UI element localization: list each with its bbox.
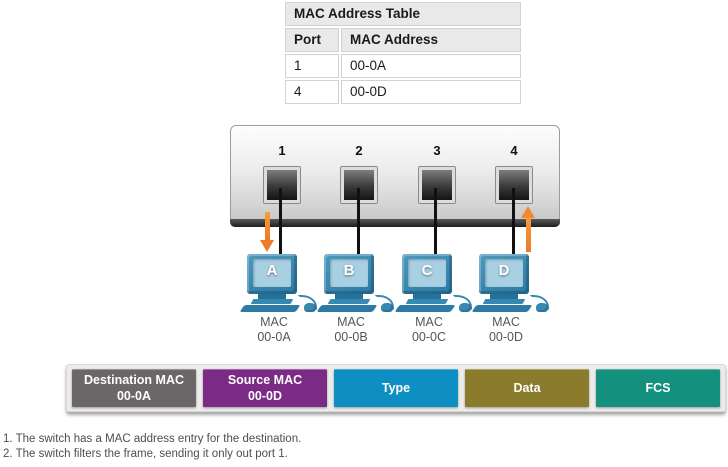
pc-monitor: C: [402, 254, 452, 294]
pc-screen: [485, 259, 523, 287]
mouse-icon: [381, 303, 393, 312]
host-mac-label: MAC 00-0D: [488, 315, 524, 344]
port-number-label: 4: [510, 143, 518, 158]
port-number-label: 3: [433, 143, 441, 158]
mouse-icon: [459, 303, 471, 312]
keyboard-icon: [316, 305, 378, 312]
switch-port-1: 1: [264, 138, 300, 203]
frame-field-type: Type: [334, 369, 458, 407]
caption-text: 1. The switch has a MAC address entry fo…: [3, 432, 301, 461]
keyboard-icon: [394, 305, 456, 312]
host-letter: A: [266, 262, 278, 279]
table-title-row: MAC Address Table: [285, 2, 521, 26]
ethernet-link: [357, 188, 360, 258]
keyboard-icon: [471, 305, 533, 312]
pc-icon: A: [239, 254, 321, 312]
table-row: 1 00-0A: [285, 54, 521, 78]
host-mac-label: MAC 00-0B: [334, 315, 368, 344]
caption-line-2: 2. The switch filters the frame, sending…: [3, 447, 288, 460]
cell-mac: 00-0D: [341, 80, 521, 104]
host-d: D MAC 00-0D: [471, 254, 553, 345]
frame-field-destination-mac: Destination MAC 00-0A: [72, 369, 196, 407]
ethernet-link: [279, 188, 282, 258]
host-mac-label: MAC 00-0A: [257, 315, 291, 344]
pc-screen: [408, 259, 446, 287]
switch-port-3: 3: [419, 138, 455, 203]
port-jack-icon: [264, 167, 300, 203]
cell-mac: 00-0A: [341, 54, 521, 78]
cell-port: 1: [285, 54, 339, 78]
host-letter: D: [498, 262, 510, 279]
host-letter: C: [421, 262, 433, 279]
keyboard-icon: [239, 305, 301, 312]
arrow-shaft: [525, 218, 531, 252]
pc-icon: B: [316, 254, 398, 312]
host-letter: B: [343, 262, 355, 279]
arrow-shaft: [264, 212, 270, 240]
arrow-head: [260, 240, 274, 252]
ethernet-link: [434, 188, 437, 258]
pc-monitor: D: [479, 254, 529, 294]
ethernet-link: [512, 188, 515, 258]
port-number-label: 2: [355, 143, 363, 158]
table-title: MAC Address Table: [285, 2, 521, 26]
host-mac-label: MAC 00-0C: [411, 315, 447, 344]
ethernet-frame: Destination MAC 00-0A Source MAC 00-0D T…: [66, 364, 726, 412]
pc-monitor: B: [324, 254, 374, 294]
pc-icon: C: [394, 254, 476, 312]
mac-address-table: MAC Address Table Port MAC Address 1 00-…: [285, 2, 521, 106]
port-jack-icon: [419, 167, 455, 203]
down-arrow-icon: [260, 212, 274, 252]
mouse-icon: [304, 303, 316, 312]
mouse-icon: [536, 303, 548, 312]
pc-screen: [253, 259, 291, 287]
pc-monitor: A: [247, 254, 297, 294]
host-b: B MAC 00-0B: [316, 254, 398, 345]
host-c: C MAC 00-0C: [394, 254, 476, 345]
host-a: A MAC 00-0A: [239, 254, 321, 345]
pc-screen: [330, 259, 368, 287]
column-header-mac: MAC Address: [341, 28, 521, 52]
arrow-head: [521, 206, 535, 218]
up-arrow-icon: [521, 206, 535, 252]
port-number-label: 1: [278, 143, 286, 158]
pc-icon: D: [471, 254, 553, 312]
frame-field-data: Data: [465, 369, 589, 407]
frame-field-source-mac: Source MAC 00-0D: [203, 369, 327, 407]
cell-port: 4: [285, 80, 339, 104]
frame-field-fcs: FCS: [596, 369, 720, 407]
table-row: 4 00-0D: [285, 80, 521, 104]
table-header-row: Port MAC Address: [285, 28, 521, 52]
column-header-port: Port: [285, 28, 339, 52]
caption-line-1: 1. The switch has a MAC address entry fo…: [3, 433, 302, 445]
